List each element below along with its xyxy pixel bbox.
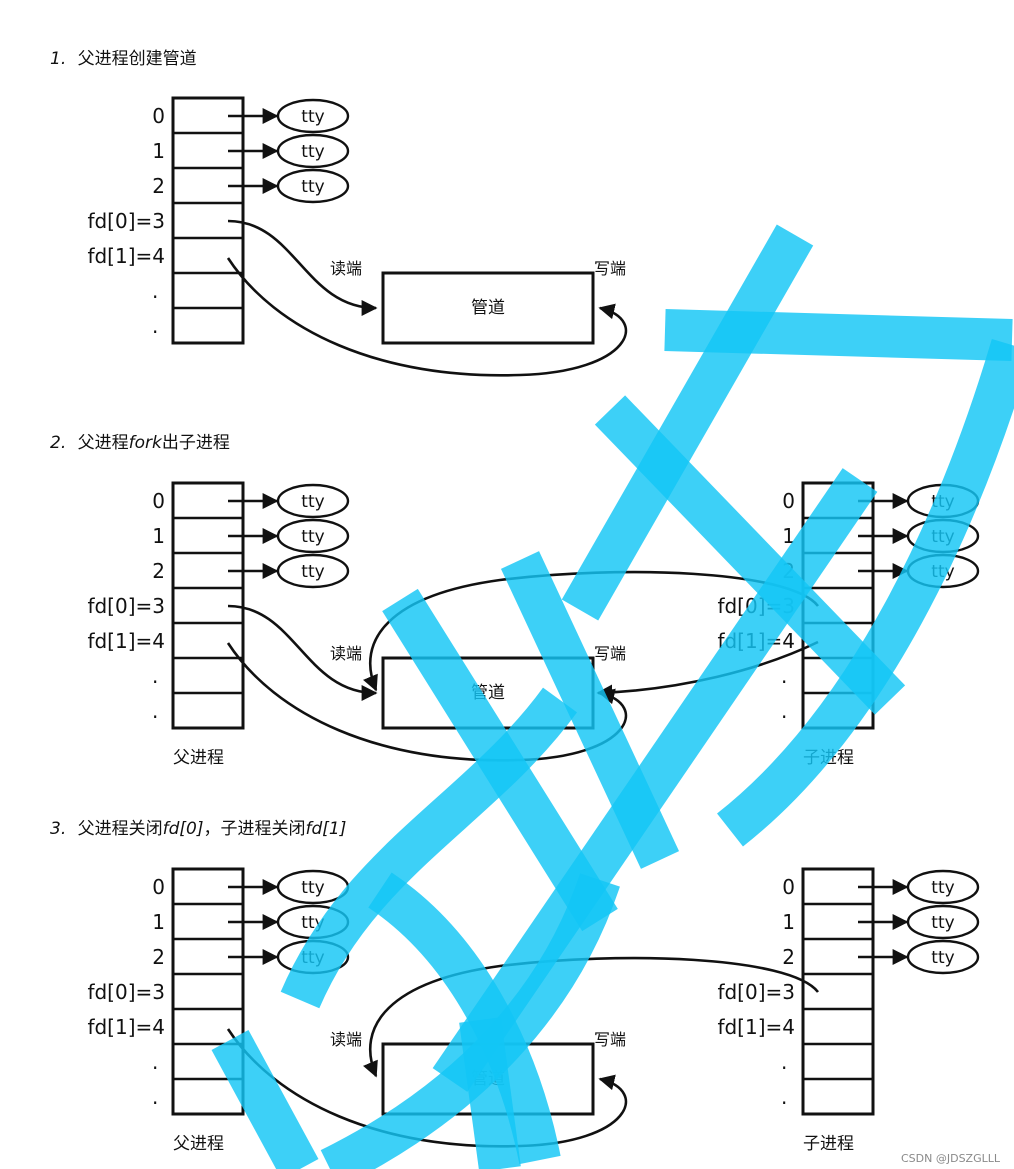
parent-fd-table: 0 1 2 fd[0]=3 fd[1]=4 . . 父进程 bbox=[87, 481, 245, 768]
watermark-stroke bbox=[280, 687, 577, 1009]
fd-label: . bbox=[781, 699, 787, 723]
fd-label: fd[0]=3 bbox=[717, 980, 795, 1004]
child-fd-table: 0 1 2 fd[0]=3 fd[1]=4 . . 子进程 bbox=[717, 867, 875, 1154]
fd-label: fd[0]=3 bbox=[87, 980, 165, 1004]
fd-label: 2 bbox=[152, 559, 165, 583]
tty-label: tty bbox=[931, 913, 954, 933]
fd-label: 0 bbox=[152, 104, 165, 128]
tty-node bbox=[276, 483, 350, 519]
parent-read-arrow bbox=[227, 604, 378, 701]
write-end-label: 写端 bbox=[594, 1030, 626, 1049]
fd-label: 0 bbox=[152, 875, 165, 899]
fd-label: fd[0]=3 bbox=[87, 209, 165, 233]
watermark-stroke bbox=[211, 1029, 319, 1169]
watermark-stroke bbox=[561, 224, 814, 621]
fd-label: 0 bbox=[152, 489, 165, 513]
watermark-stroke bbox=[459, 1017, 521, 1169]
step-1-title: 1. 父进程创建管道 bbox=[50, 49, 197, 69]
tty-label: tty bbox=[931, 878, 954, 898]
write-end-arrow bbox=[226, 257, 628, 377]
parent-tty-arrows: tty tty tty bbox=[228, 483, 350, 589]
step-3-title: 3. 父进程关闭fd[0]，子进程关闭fd[1] bbox=[50, 819, 346, 839]
tty-node bbox=[276, 518, 350, 554]
tty-node bbox=[276, 168, 350, 204]
write-end-label: 写端 bbox=[594, 644, 626, 663]
tty-node bbox=[276, 553, 350, 589]
tty-node bbox=[906, 869, 980, 905]
tty-label: tty bbox=[301, 177, 324, 197]
fd-label: 0 bbox=[782, 489, 795, 513]
watermark bbox=[211, 224, 1014, 1169]
watermark-stroke bbox=[368, 872, 561, 1165]
fd-label: 2 bbox=[152, 945, 165, 969]
fd-label: 1 bbox=[152, 524, 165, 548]
fd-label: fd[1]=4 bbox=[87, 244, 165, 268]
write-end-label: 写端 bbox=[594, 259, 626, 278]
parent-fd-table: 0 1 2 fd[0]=3 fd[1]=4 . . 父进程 bbox=[87, 867, 245, 1154]
watermark-stroke bbox=[500, 551, 680, 869]
step-1: 1. 父进程创建管道 0 1 2 fd[0]=3 fd[1]=4 . . bbox=[50, 49, 628, 377]
tty-label: tty bbox=[301, 492, 324, 512]
tty-label: tty bbox=[301, 107, 324, 127]
tty-node bbox=[906, 904, 980, 940]
watermark-stroke bbox=[594, 395, 906, 715]
parent-fd-table: 0 1 2 fd[0]=3 fd[1]=4 . . bbox=[87, 96, 245, 345]
fd-label: . bbox=[152, 279, 158, 303]
read-end-label: 读端 bbox=[330, 1030, 362, 1049]
fd-label: 0 bbox=[782, 875, 795, 899]
fd-label: . bbox=[152, 1085, 158, 1109]
fd-label: . bbox=[781, 664, 787, 688]
fd-label: . bbox=[152, 314, 158, 338]
watermark-stroke bbox=[664, 309, 1013, 361]
fd-label: 1 bbox=[782, 524, 795, 548]
pipe: 管道 读端 写端 bbox=[330, 259, 626, 345]
child-process-caption: 子进程 bbox=[803, 1134, 854, 1154]
fd-table-frame bbox=[801, 867, 875, 1116]
tty-label: tty bbox=[301, 527, 324, 547]
tty-node bbox=[276, 133, 350, 169]
child-tty-arrows: tty tty tty bbox=[858, 869, 980, 975]
pipe-label: 管道 bbox=[471, 298, 505, 318]
tty-label: tty bbox=[301, 878, 324, 898]
fd-label: 1 bbox=[152, 139, 165, 163]
read-end-arrow bbox=[227, 219, 378, 316]
fd-label: . bbox=[152, 1050, 158, 1074]
fd-label: fd[1]=4 bbox=[87, 629, 165, 653]
fd-label: fd[1]=4 bbox=[717, 1015, 795, 1039]
fd-label: fd[0]=3 bbox=[87, 594, 165, 618]
tty-arrows: tty tty tty bbox=[228, 98, 350, 204]
watermark-stroke bbox=[717, 339, 1014, 847]
tty-label: tty bbox=[301, 562, 324, 582]
parent-process-caption: 父进程 bbox=[173, 748, 224, 768]
read-end-label: 读端 bbox=[330, 259, 362, 278]
step-2-title: 2. 父进程fork出子进程 bbox=[50, 433, 230, 453]
fd-label: . bbox=[781, 1050, 787, 1074]
tty-node bbox=[276, 98, 350, 134]
parent-process-caption: 父进程 bbox=[173, 1134, 224, 1154]
csdn-credit: CSDN @JDSZGLLL bbox=[901, 1152, 1001, 1165]
pipe-box bbox=[381, 271, 595, 345]
tty-label: tty bbox=[301, 142, 324, 162]
fd-label: . bbox=[152, 664, 158, 688]
fd-label: 2 bbox=[152, 174, 165, 198]
fd-label: 1 bbox=[152, 910, 165, 934]
fd-label: 1 bbox=[782, 910, 795, 934]
fd-label: . bbox=[781, 1085, 787, 1109]
fd-label: . bbox=[152, 699, 158, 723]
tty-node bbox=[906, 939, 980, 975]
tty-label: tty bbox=[931, 948, 954, 968]
read-end-label: 读端 bbox=[330, 644, 362, 663]
fd-label: 2 bbox=[782, 945, 795, 969]
fd-label: fd[1]=4 bbox=[87, 1015, 165, 1039]
